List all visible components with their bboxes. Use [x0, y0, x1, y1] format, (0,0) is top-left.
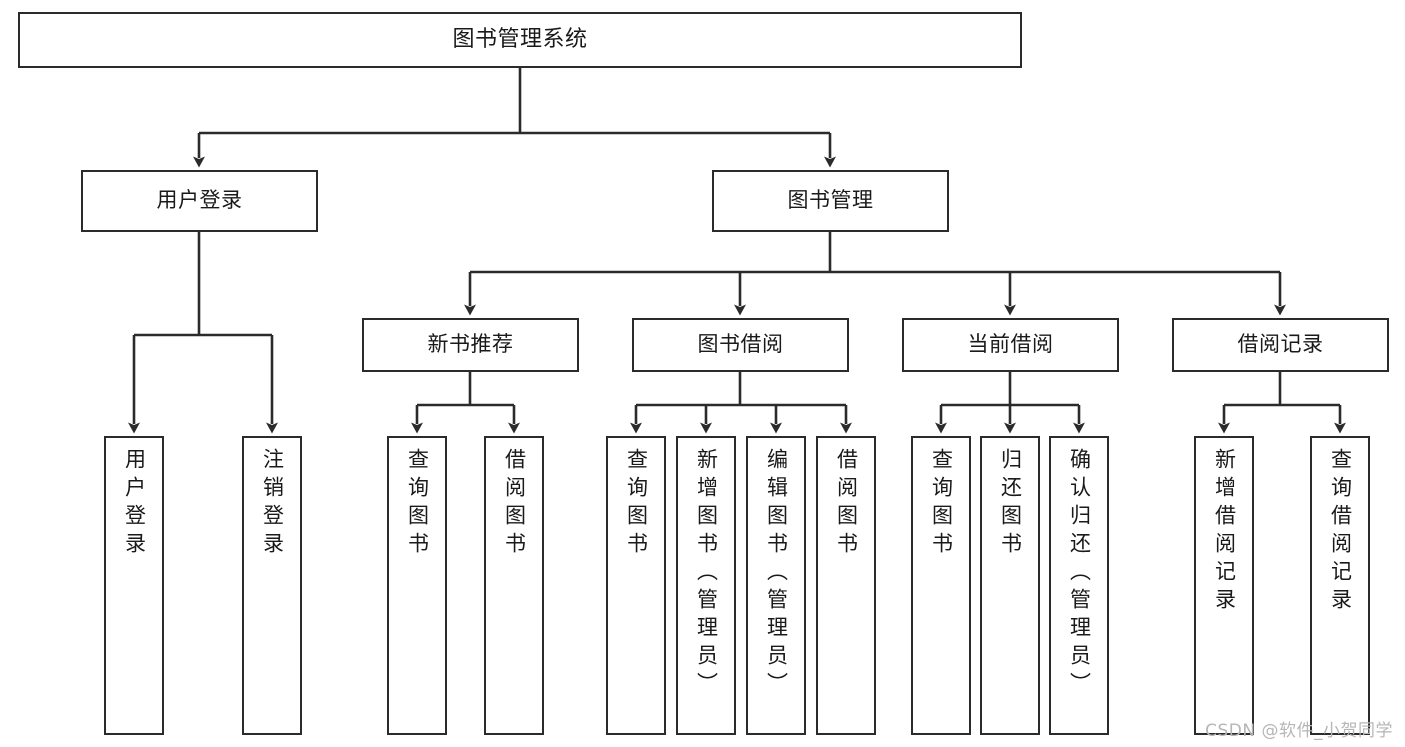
node-label: 查询图书 — [929, 448, 954, 560]
leaf-recommend-query-book[interactable]: 查询图书 — [387, 436, 447, 735]
node-label: 查询图书 — [405, 448, 430, 560]
node-label: 注销登录 — [260, 448, 285, 560]
leaf-borrow-edit-book-admin[interactable]: 编辑图书（管理员） — [746, 436, 806, 735]
node-book-management[interactable]: 图书管理 — [712, 170, 949, 232]
leaf-current-query-book[interactable]: 查询图书 — [911, 436, 971, 735]
node-label: 新增借阅记录 — [1212, 448, 1237, 616]
node-label: 新书推荐 — [427, 332, 514, 357]
node-label: 查询图书 — [624, 448, 649, 560]
node-book-borrow[interactable]: 图书借阅 — [632, 318, 849, 372]
leaf-record-add-borrow-record[interactable]: 新增借阅记录 — [1194, 436, 1254, 735]
node-label: 用户登录 — [122, 448, 147, 560]
leaf-user-login[interactable]: 用户登录 — [104, 436, 164, 735]
node-label: 归还图书 — [998, 448, 1023, 560]
leaf-borrow-add-book-admin[interactable]: 新增图书（管理员） — [676, 436, 736, 735]
leaf-recommend-borrow-book[interactable]: 借阅图书 — [484, 436, 544, 735]
node-label: 图书借阅 — [697, 332, 784, 357]
node-label: 查询借阅记录 — [1328, 448, 1353, 616]
node-current-borrow[interactable]: 当前借阅 — [902, 318, 1119, 372]
node-label: 图书管理系统 — [452, 26, 588, 52]
node-label: 借阅图书 — [834, 448, 859, 560]
node-new-book-recommend[interactable]: 新书推荐 — [362, 318, 579, 372]
node-root-system[interactable]: 图书管理系统 — [18, 12, 1022, 68]
watermark-text: CSDN @软件_小贺同学 — [1205, 721, 1393, 741]
node-label: 当前借阅 — [967, 332, 1054, 357]
leaf-borrow-borrow-book[interactable]: 借阅图书 — [816, 436, 876, 735]
node-label: 图书管理 — [787, 188, 874, 213]
leaf-borrow-query-book[interactable]: 查询图书 — [606, 436, 666, 735]
node-label: 借阅图书 — [502, 448, 527, 560]
node-label: 借阅记录 — [1237, 332, 1324, 357]
leaf-current-return-book[interactable]: 归还图书 — [980, 436, 1040, 735]
leaf-logout[interactable]: 注销登录 — [242, 436, 302, 735]
node-borrow-record[interactable]: 借阅记录 — [1172, 318, 1389, 372]
leaf-record-query-borrow-record[interactable]: 查询借阅记录 — [1310, 436, 1370, 735]
node-label: 新增图书（管理员） — [694, 448, 719, 700]
node-label: 编辑图书（管理员） — [764, 448, 789, 700]
node-user-login[interactable]: 用户登录 — [81, 170, 318, 232]
node-label: 用户登录 — [156, 188, 243, 213]
leaf-current-confirm-return-admin[interactable]: 确认归还（管理员） — [1049, 436, 1109, 735]
node-label: 确认归还（管理员） — [1067, 448, 1092, 700]
